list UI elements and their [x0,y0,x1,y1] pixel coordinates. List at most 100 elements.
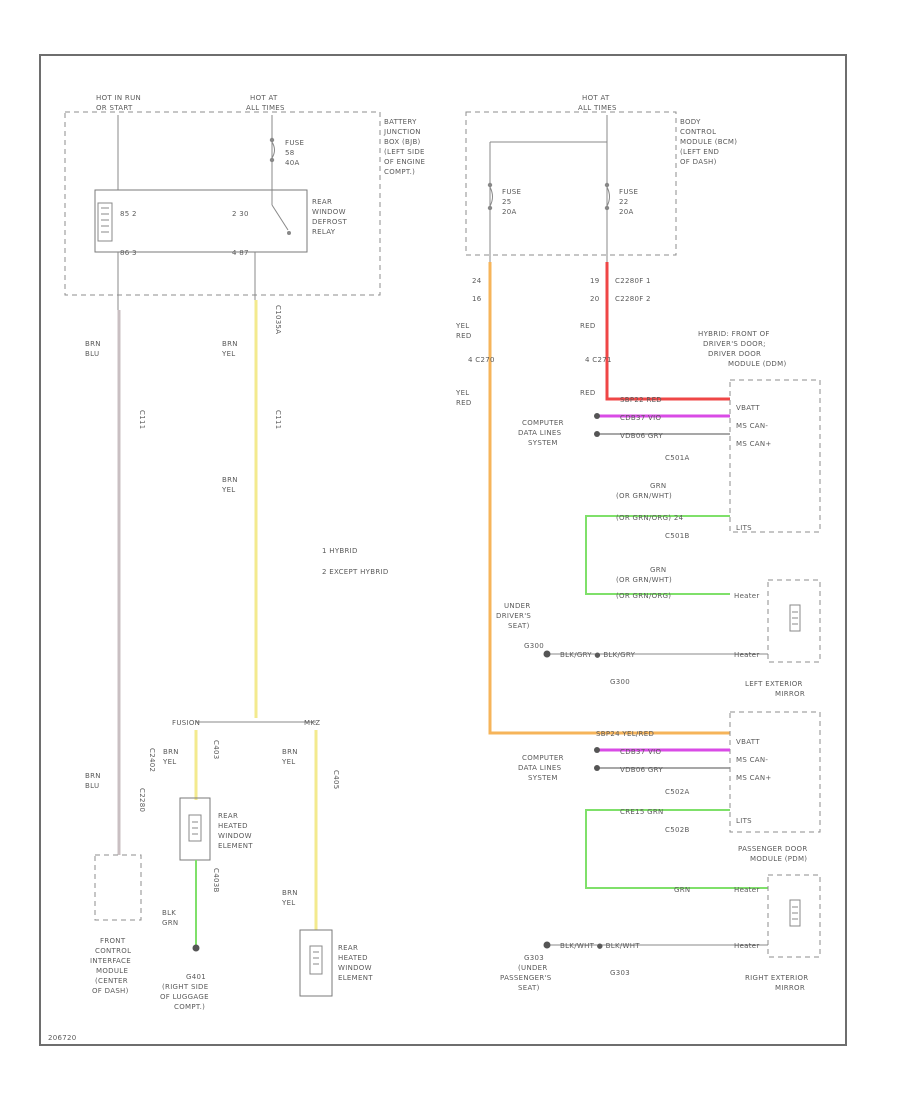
fcim-label-3: INTERFACE [90,957,131,965]
relay-label-1: REAR [312,198,332,206]
fuse-58-label-1: FUSE [285,139,304,147]
g303-label-2: (UNDER [518,964,548,972]
computer-data-2a: COMPUTER [522,754,564,762]
right-mirror-heater-pin: Heater [734,886,760,894]
pin-20: 20 [590,295,600,303]
connector-c1035a: C1035A [274,305,282,334]
bjb-label-3: BOX (BJB) [384,138,421,146]
connector-c111-b: C111 [274,410,282,429]
left-mirror-heater-pin: Heater [734,592,760,600]
brn-yel-label-3a: BRN [163,748,179,756]
ddm-wire-3: VDB06 GRY [620,432,663,440]
bjb-label-1: BATTERY [384,118,417,126]
relay-label-3: DEFROST [312,218,347,226]
pdm-pin-lits: LITS [736,817,752,825]
fuse-58-label-3: 40A [285,159,300,167]
rear-heated-1-label-2: HEATED [218,822,248,830]
bjb-label-2: JUNCTION [383,128,421,136]
red-label-2: RED [580,389,596,397]
blk-grn-label-1: BLK [162,909,176,917]
rear-heated-2-label-1: REAR [338,944,358,952]
connector-c501a: C501A [665,454,690,462]
hot-at-all-times-right-2: ALL TIMES [578,104,617,112]
gnd-wire-1: BLK/GRY ● BLK/GRY [560,651,636,659]
fuse-icon [487,182,493,211]
left-mirror-label-2: MIRROR [775,690,805,698]
left-mirror-box [767,579,821,663]
yel-red-label-1a: YEL [455,322,470,330]
fuse-icon [604,182,610,211]
bcm-label-5: OF DASH) [680,158,717,166]
connector-c405: C405 [332,770,340,789]
connector-c501b: C501B [665,532,690,540]
rear-heated-1-label-4: ELEMENT [218,842,253,850]
under-drivers-label-3: SEAT) [508,622,530,630]
bcm-label-4: (LEFT END [680,148,719,156]
grn-label-1b: (OR GRN/WHT) [616,492,672,500]
bjb-label-5: OF ENGINE [384,158,425,166]
pdm-label-2: MODULE (PDM) [750,855,807,863]
right-mirror-label-2: MIRROR [775,984,805,992]
brn-blu-label-2: BLU [85,350,99,358]
ddm-wire-1: SBP22 RED [620,396,662,404]
grn-label-2a: GRN [650,566,666,574]
grn-wire-1: (OR GRN/ORG) 24 [616,514,684,522]
g303-label-4: SEAT) [518,984,540,992]
rear-heated-2-label-3: WINDOW [338,964,372,972]
g303-label-1: G303 [524,954,544,962]
relay-pins-bottom-right: 4 87 [232,249,249,257]
brn-yel-label-1a: BRN [222,340,238,348]
left-mirror-heater-pin-2: Heater [734,651,760,659]
hybrid-front-label-1: HYBRID: FRONT OF [698,330,770,338]
brn-yel-label-2b: YEL [221,486,236,494]
g303-label-3: PASSENGER'S [500,974,552,982]
fcim-label-2: CONTROL [95,947,131,955]
brn-yel-label-2a: BRN [222,476,238,484]
g401-label-3: OF LUGGAGE [160,993,209,1001]
red-label-1: RED [580,322,596,330]
brn-blu-bottom-label-2: BLU [85,782,99,790]
connector-c2280: C2280 [138,788,146,812]
rear-heated-2-label-2: HEATED [338,954,368,962]
computer-data-2c: SYSTEM [528,774,558,782]
brn-yel-label-4b: YEL [281,758,296,766]
brn-yel-label-4a: BRN [282,748,298,756]
fcim-label-4: MODULE [96,967,128,975]
bjb-label-4: (LEFT SIDE [384,148,425,156]
yel-red-label-2a: YEL [455,389,470,397]
fusion-label: FUSION [172,719,200,727]
bjb-label-6: COMPT.) [384,168,415,176]
legend-hybrid: 1 HYBRID [322,547,358,555]
fuse-25-label-2: 25 [502,198,512,206]
hybrid-front-label-4: MODULE (DDM) [728,360,787,368]
bcm-box [465,111,677,256]
gnd-wire-2: BLK/WHT ● BLK/WHT [560,942,640,950]
fcim-label-6: OF DASH) [92,987,129,995]
relay-coil-icon [97,202,113,242]
rear-heated-1-label-3: WINDOW [218,832,252,840]
brn-blu-label-1: BRN [85,340,101,348]
fuse-22-label-3: 20A [619,208,634,216]
bcm-label-3: MODULE (BCM) [680,138,737,146]
pdm-wire-3: VDB06 GRY [620,766,663,774]
g303-label-b: G303 [610,969,630,977]
grn-wire-pdm [585,809,768,889]
connector-c111-a: C111 [138,410,146,429]
rear-heated-element-2-box [299,929,333,997]
footer-code: 206720 [48,1034,77,1042]
relay-switch-icon [271,204,291,235]
connector-c403b: C403B [212,868,220,893]
ddm-pin-lits: LITS [736,524,752,532]
connector-c2402: C2402 [148,748,156,772]
pdm-box [729,711,821,833]
ddm-pin-vbatt: VBATT [736,404,760,412]
relay-pins-top-left: 85 2 [120,210,137,218]
pdm-pin-mscan-plus: MS CAN+ [736,774,772,782]
grn-wire-3: CRE15 GRN [620,808,664,816]
brn-yel-label-5b: YEL [281,899,296,907]
pdm-pin-vbatt: VBATT [736,738,760,746]
relay-pins-bottom-left: 86 3 [120,249,137,257]
heater-element-icon [309,945,323,975]
right-mirror-box [767,874,821,958]
